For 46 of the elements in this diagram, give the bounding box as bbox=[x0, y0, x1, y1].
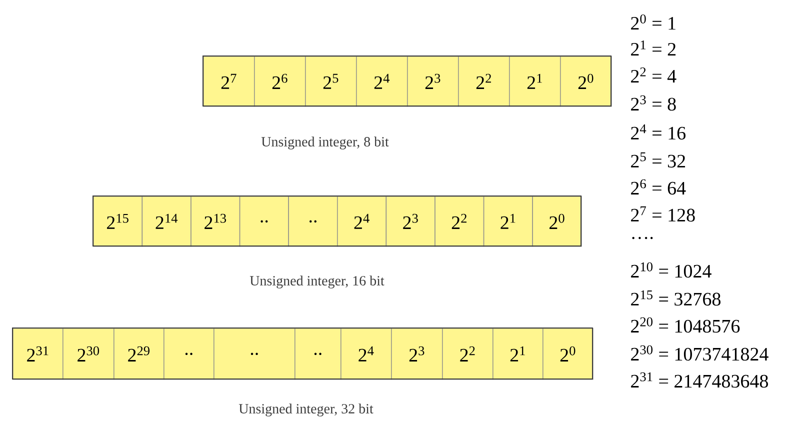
bit-cell: 2$^{15}$ bbox=[93, 196, 143, 247]
bit-cell: .. bbox=[164, 328, 214, 380]
bit-cell: 2$^{0}$ bbox=[542, 328, 594, 380]
power-value: 2$^{4}$ = 16 bbox=[631, 124, 686, 140]
bit-cell: 2$^{0}$ bbox=[532, 196, 582, 247]
bit-cell: 2$^{1}$ bbox=[509, 56, 561, 107]
power-value: 2$^{7}$ = 128 bbox=[631, 206, 695, 222]
bit-cell: 2$^{3}$ bbox=[407, 56, 459, 107]
bit-cell: 2$^{3}$ bbox=[391, 328, 443, 380]
bit-cell: 2$^{0}$ bbox=[560, 56, 612, 107]
power-value: 2$^{5}$ = 32 bbox=[631, 152, 686, 168]
power-value: …. bbox=[632, 236, 653, 240]
bit-cell: 2$^{6}$ bbox=[254, 56, 306, 107]
bit-cell: 2$^{1}$ bbox=[492, 328, 544, 380]
bit-cell: .. bbox=[294, 328, 342, 380]
bit-cell: 2$^{2}$ bbox=[458, 56, 510, 107]
power-value: 2$^{0}$ = 1 bbox=[631, 14, 676, 30]
power-value: 2$^{31}$ = 2147483648 bbox=[631, 372, 768, 388]
register-caption: Unsigned integer, 16 bit bbox=[250, 276, 384, 288]
bit-cell: 2$^{29}$ bbox=[114, 328, 164, 380]
bit-cell: .. bbox=[214, 328, 296, 380]
bit-cell: 2$^{7}$ bbox=[203, 56, 255, 107]
bit-cell: .. bbox=[239, 196, 289, 247]
bit-cell: 2$^{4}$ bbox=[356, 56, 408, 107]
bit-cell: 2$^{13}$ bbox=[190, 196, 240, 247]
bit-cell: 2$^{4}$ bbox=[340, 328, 392, 380]
bit-cell: 2$^{2}$ bbox=[442, 328, 494, 380]
bit-cell: 2$^{5}$ bbox=[305, 56, 357, 107]
power-value: 2$^{3}$ = 8 bbox=[631, 95, 676, 111]
power-value: 2$^{2}$ = 4 bbox=[631, 67, 676, 83]
power-value: 2$^{30}$ = 1073741824 bbox=[631, 345, 768, 361]
power-value: 2$^{1}$ = 2 bbox=[631, 40, 676, 56]
bit-cell: 2$^{30}$ bbox=[62, 328, 114, 380]
bit-cell: 2$^{2}$ bbox=[434, 196, 484, 247]
register-caption: Unsigned integer, 8 bit bbox=[261, 136, 389, 150]
bit-cell: 2$^{14}$ bbox=[142, 196, 192, 247]
bit-cell: 2$^{4}$ bbox=[337, 196, 387, 247]
power-value: 2$^{15}$ = 32768 bbox=[631, 290, 720, 306]
bit-cell: 2$^{1}$ bbox=[483, 196, 533, 247]
bit-cell: 2$^{3}$ bbox=[386, 196, 436, 247]
power-value: 2$^{6}$ = 64 bbox=[631, 179, 686, 195]
power-value: 2$^{20}$ = 1048576 bbox=[631, 317, 740, 333]
bit-cell: 2$^{31}$ bbox=[12, 328, 64, 380]
power-value: 2$^{10}$ = 1024 bbox=[631, 262, 712, 278]
bit-cell: .. bbox=[288, 196, 338, 247]
register-caption: Unsigned integer, 32 bit bbox=[238, 404, 374, 416]
